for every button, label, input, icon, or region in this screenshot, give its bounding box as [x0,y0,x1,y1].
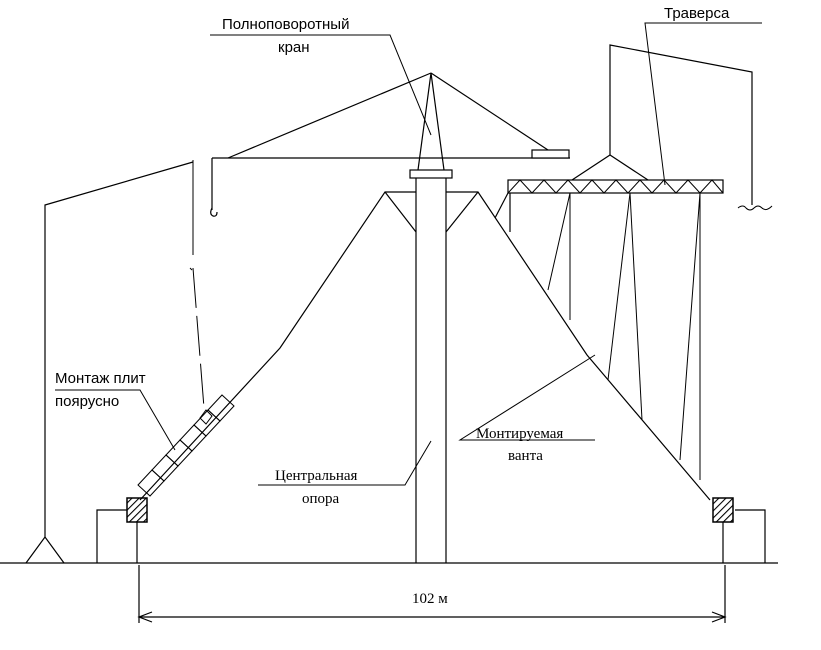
traverse-hangers [547,192,701,480]
support-leader [258,440,432,486]
traverse-label: Траверса [664,5,730,22]
traverse-left-cable [494,192,509,219]
traverse-slings [571,154,649,181]
stay-label-line1: Монтируемая [476,426,563,442]
left-anchor [25,535,65,564]
stay-leader [458,354,596,441]
crane-counterweight [531,149,570,159]
traverse-beam [507,179,724,194]
plate-sling-lower [192,267,205,409]
right-foundation-step [735,509,766,563]
support-label-line1: Центральная [275,468,358,484]
mounted-plates [137,394,235,497]
left-top-truss [384,191,417,233]
left-guy-rope [44,161,194,537]
span-arrow-right [711,611,727,623]
span-label: 102 м [412,591,448,607]
right-top-truss [445,191,479,233]
traverse-leader [644,22,762,186]
plate-sling-mark [189,267,193,271]
stay-label-line2: ванта [508,448,543,464]
crane-mast [417,72,445,171]
plates-label-line2: поярусно [55,393,119,410]
traverse-rope-end [737,205,773,211]
crane-label-line1: Полноповоротный [222,16,349,33]
crane-pendant-right [430,72,549,151]
crane-label-line2: кран [278,39,310,56]
traverse-hoist-rope [609,44,753,205]
left-support-block [126,497,148,523]
traverse-lattice [507,179,724,194]
support-label-line2: опора [302,491,340,507]
crane-leader [210,34,432,136]
crane-hook-icon [210,207,218,217]
left-foundation-step [96,509,127,563]
right-support-block [712,497,734,523]
span-arrow-left [137,611,153,623]
crane-turntable [409,169,453,179]
plates-leader [55,389,176,451]
crane-pendant-left [227,72,432,159]
left-stay [139,191,416,501]
right-stay [446,191,711,501]
plates-label-line1: Монтаж плит [55,370,146,387]
